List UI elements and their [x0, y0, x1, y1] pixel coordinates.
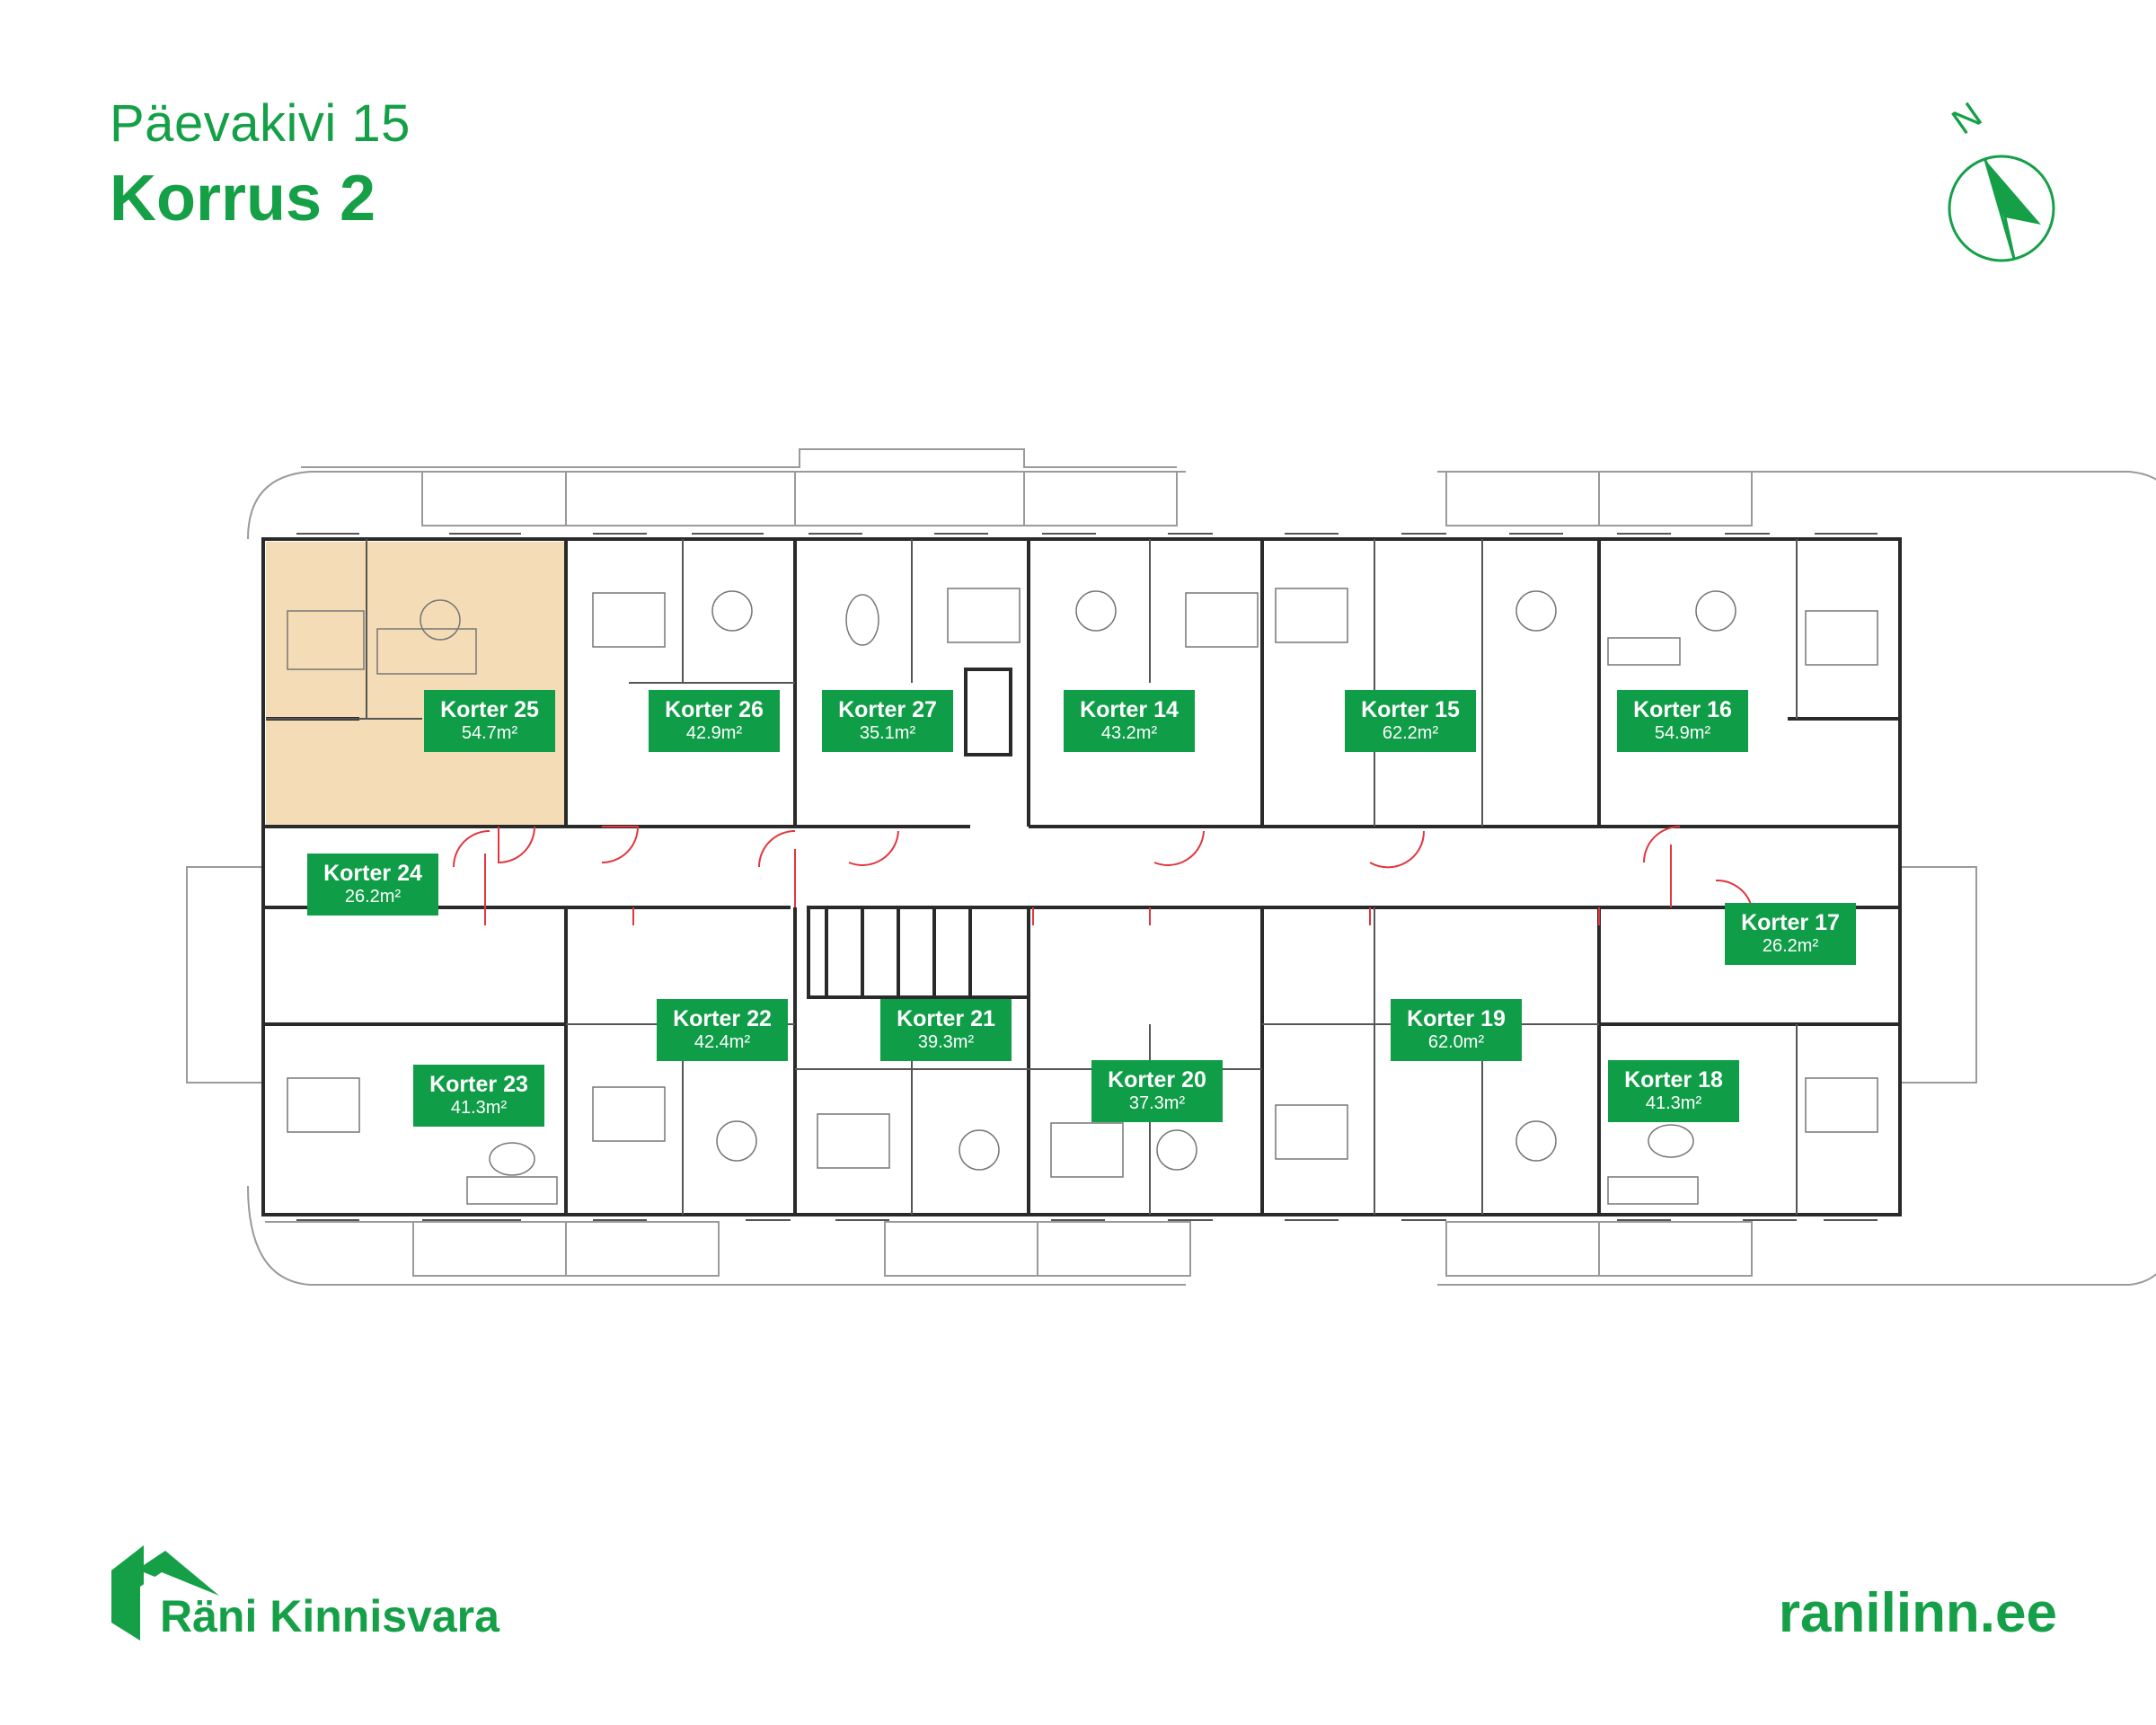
unit-area: 42.4m² [694, 1032, 751, 1052]
unit-area: 41.3m² [450, 1098, 508, 1118]
unit-area: 62.0m² [1427, 1032, 1485, 1052]
company-name: Räni Kinnisvara [160, 1591, 499, 1641]
house-logo-icon [111, 1545, 219, 1641]
unit-area: 35.1m² [859, 723, 916, 743]
unit-name: Korter 16 [1633, 697, 1732, 722]
unit-name: Korter 15 [1361, 697, 1460, 722]
unit-label-korter-18[interactable]: Korter 18 41.3m² [1608, 1060, 1739, 1122]
website-link[interactable]: ranilinn.ee [1778, 1582, 2057, 1644]
unit-name: Korter 17 [1741, 910, 1840, 935]
unit-name: Korter 25 [440, 697, 539, 722]
unit-name: Korter 18 [1624, 1067, 1723, 1092]
unit-area: 26.2m² [1762, 936, 1819, 956]
unit-label-korter-25[interactable]: Korter 25 54.7m² [424, 690, 555, 752]
unit-name: Korter 21 [897, 1006, 995, 1031]
unit-area: 54.7m² [461, 723, 518, 743]
north-arrow-icon: N [1945, 95, 2055, 262]
unit-area: 42.9m² [685, 723, 743, 743]
unit-area: 26.2m² [344, 887, 402, 907]
unit-name: Korter 22 [673, 1006, 772, 1031]
unit-name: Korter 27 [838, 697, 937, 722]
unit-name: Korter 14 [1080, 697, 1179, 722]
unit-area: 43.2m² [1100, 723, 1158, 743]
unit-area: 39.3m² [917, 1032, 975, 1052]
unit-label-korter-17[interactable]: Korter 17 26.2m² [1725, 903, 1856, 965]
unit-label-korter-26[interactable]: Korter 26 42.9m² [649, 690, 780, 752]
unit-area: 37.3m² [1128, 1093, 1186, 1113]
unit-name: Korter 24 [323, 861, 422, 886]
unit-area: 41.3m² [1645, 1093, 1702, 1113]
unit-label-korter-23[interactable]: Korter 23 41.3m² [413, 1065, 544, 1127]
unit-name: Korter 23 [429, 1072, 528, 1097]
unit-area: 54.9m² [1654, 723, 1711, 743]
unit-label-korter-21[interactable]: Korter 21 39.3m² [880, 999, 1012, 1061]
unit-label-korter-19[interactable]: Korter 19 62.0m² [1391, 999, 1522, 1061]
building-name: Päevakivi 15 [110, 94, 411, 153]
unit-label-korter-15[interactable]: Korter 15 62.2m² [1345, 690, 1476, 752]
unit-label-korter-27[interactable]: Korter 27 35.1m² [822, 690, 953, 752]
unit-name: Korter 19 [1407, 1006, 1506, 1031]
unit-label-korter-16[interactable]: Korter 16 54.9m² [1617, 690, 1748, 752]
unit-label-korter-24[interactable]: Korter 24 26.2m² [307, 854, 438, 916]
unit-area: 62.2m² [1382, 723, 1439, 743]
unit-name: Korter 20 [1108, 1067, 1206, 1092]
unit-label-korter-14[interactable]: Korter 14 43.2m² [1064, 690, 1195, 752]
unit-name: Korter 26 [665, 697, 764, 722]
unit-label-korter-22[interactable]: Korter 22 42.4m² [657, 999, 788, 1061]
unit-label-korter-20[interactable]: Korter 20 37.3m² [1091, 1060, 1223, 1122]
floor-title: Korrus 2 [110, 163, 376, 234]
